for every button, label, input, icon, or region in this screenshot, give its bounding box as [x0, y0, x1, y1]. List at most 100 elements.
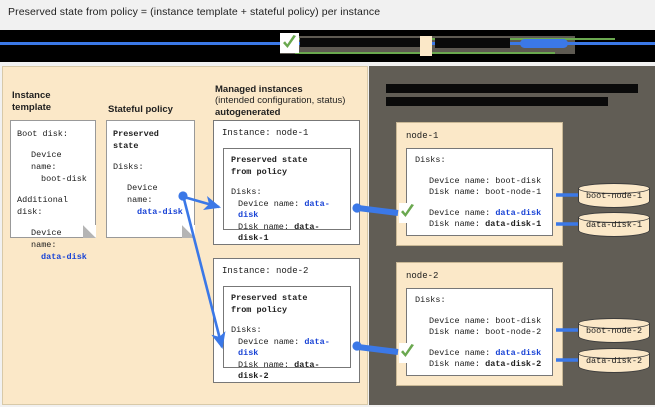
ps2-disk-name-label: Disk name:: [238, 359, 290, 370]
green-check-icon-node-2: [399, 343, 418, 363]
ps1-title-2: from policy: [231, 166, 288, 177]
preserved-state-box-2: Preserved state from policy Disks: Devic…: [223, 286, 351, 381]
ps2-disks-label: Disks:: [231, 325, 262, 335]
disk-cylinder-data-disk-2: data-disk-2: [578, 348, 650, 374]
green-check-icon: [280, 33, 299, 53]
legend-redacted-text-2: [435, 38, 510, 48]
ps1-device-name-label: Device name:: [238, 198, 300, 209]
ps2-device-name-label: Device name:: [238, 336, 300, 347]
fold-corner-icon: [182, 225, 195, 238]
ps1-device-name-value: data-disk: [238, 198, 330, 221]
n2-data-disk-label: Disk name:: [429, 359, 481, 369]
node-name-1: node-1: [406, 131, 439, 141]
n2-boot-device: Device name: boot-disk: [429, 315, 542, 326]
it-boot-device-name-label: Device name:: [31, 150, 62, 172]
ps2-device-name-row: Device name: data-disk: [231, 337, 343, 360]
spacer: [113, 173, 188, 182]
n2-data-disk-row: Disk name: data-disk-2: [415, 359, 544, 371]
ps1-device-name-row: Device name: data-disk: [231, 199, 343, 222]
n1-data-device-value: data-disk: [495, 207, 542, 218]
n2-data-device-label: Device name:: [429, 347, 491, 358]
node-disks-box-2: Disks: Device name: boot-disk Disk name:…: [406, 288, 553, 376]
sp-preserved-label-2: state: [113, 141, 139, 151]
sp-device-name-value: data-disk: [137, 207, 183, 217]
preserved-state-box-1: Preserved state from policy Disks: Devic…: [223, 148, 351, 243]
legend-redacted-text-1: [300, 38, 420, 47]
ps1-disk-name-row: Disk name: data-disk-1: [231, 222, 343, 245]
it-additional-disk-label-2: disk:: [17, 207, 43, 217]
sp-disks-label: Disks:: [113, 162, 144, 172]
n1-boot-device: Device name: boot-disk: [429, 175, 542, 186]
disk-cylinder-data-disk-1: data-disk-1: [578, 212, 650, 238]
n1-boot-disk: Disk name: boot-node-1: [429, 187, 542, 197]
ps1-disks-label: Disks:: [231, 187, 262, 197]
spacer: [231, 316, 343, 325]
spacer: [17, 218, 89, 227]
heading-managed-instances-autogenerated: autogenerated: [215, 107, 281, 118]
n1-disks-label: Disks:: [415, 155, 446, 165]
green-check-icon-node-1: [399, 203, 418, 223]
n1-data-disk-label: Disk name:: [429, 219, 481, 229]
it-boot-device-name-value: boot-disk: [41, 174, 87, 184]
ps2-disk-name-row: Disk name: data-disk-2: [231, 360, 343, 383]
disk-label: data-disk-1: [585, 220, 643, 230]
managed-instance-label-2: Instance: node-2: [222, 266, 309, 276]
sp-device-name-label: Device name:: [127, 183, 158, 205]
instance-template-card: Boot disk: Device name: boot-disk Additi…: [10, 120, 96, 262]
it-boot-disk-label: Boot disk:: [17, 129, 69, 139]
n1-data-device-label: Device name:: [429, 207, 491, 218]
n2-data-disk-value: data-disk-2: [485, 359, 542, 369]
spacer: [17, 140, 89, 149]
spacer: [415, 167, 544, 176]
heading-stateful-policy: Stateful policy: [108, 104, 173, 115]
spacer: [17, 185, 89, 194]
ps1-title-1: Preserved state: [231, 155, 308, 165]
right-panel-redacted-heading-2: [386, 97, 608, 106]
ps2-device-name-value: data-disk: [238, 336, 330, 359]
legend-strip: [0, 30, 655, 62]
n1-data-device-row: Device name: data-disk: [415, 208, 544, 220]
heading-managed-instances-sub: (intended configuration, status): [215, 95, 346, 106]
legend-blue-marker: [520, 39, 568, 48]
disk-label: boot-node-1: [585, 191, 643, 201]
spacer: [231, 178, 343, 187]
ps2-title-1: Preserved state: [231, 293, 308, 303]
it-data-device-name-value: data-disk: [41, 252, 87, 262]
disk-label: boot-node-2: [585, 326, 643, 336]
node-name-2: node-2: [406, 271, 439, 281]
ps2-title-2: from policy: [231, 304, 288, 315]
n2-disks-label: Disks:: [415, 295, 446, 305]
heading-managed-instances: Managed instances: [215, 84, 303, 95]
n2-data-device-value: data-disk: [495, 347, 542, 358]
spacer: [415, 199, 544, 208]
it-additional-disk-label-1: Additional: [17, 195, 69, 205]
node-disks-box-1: Disks: Device name: boot-disk Disk name:…: [406, 148, 553, 236]
n2-data-device-row: Device name: data-disk: [415, 348, 544, 360]
spacer: [415, 307, 544, 316]
spacer: [113, 152, 188, 161]
title-bar: Preserved state from policy = (instance …: [0, 0, 655, 30]
sp-preserved-label-1: Preserved: [113, 129, 159, 139]
fold-corner-icon: [83, 225, 96, 238]
managed-instance-label-1: Instance: node-1: [222, 128, 309, 138]
stateful-policy-card: Preserved state Disks: Device name: data…: [106, 120, 195, 238]
right-panel-redacted-heading-1: [386, 84, 638, 93]
ps1-disk-name-label: Disk name:: [238, 221, 290, 232]
cylinder-top: [578, 212, 650, 223]
page-title: Preserved state from policy = (instance …: [8, 6, 381, 18]
disk-label: data-disk-2: [585, 356, 643, 366]
legend-cream-swatch: [420, 36, 432, 56]
heading-instance-template: Instance template: [12, 90, 52, 113]
ps1-disk-name-value: data-disk-1: [238, 221, 320, 244]
n2-boot-disk: Disk name: boot-node-2: [429, 327, 542, 337]
disk-cylinder-boot-node-1: boot-node-1: [578, 183, 650, 209]
it-data-device-name-label: Device name:: [31, 228, 62, 250]
cylinder-top: [578, 183, 650, 194]
cylinder-top: [578, 348, 650, 359]
n1-data-disk-value: data-disk-1: [485, 219, 542, 229]
ps2-disk-name-value: data-disk-2: [238, 359, 320, 382]
spacer: [415, 339, 544, 348]
disk-cylinder-boot-node-2: boot-node-2: [578, 318, 650, 344]
n1-data-disk-row: Disk name: data-disk-1: [415, 219, 544, 231]
